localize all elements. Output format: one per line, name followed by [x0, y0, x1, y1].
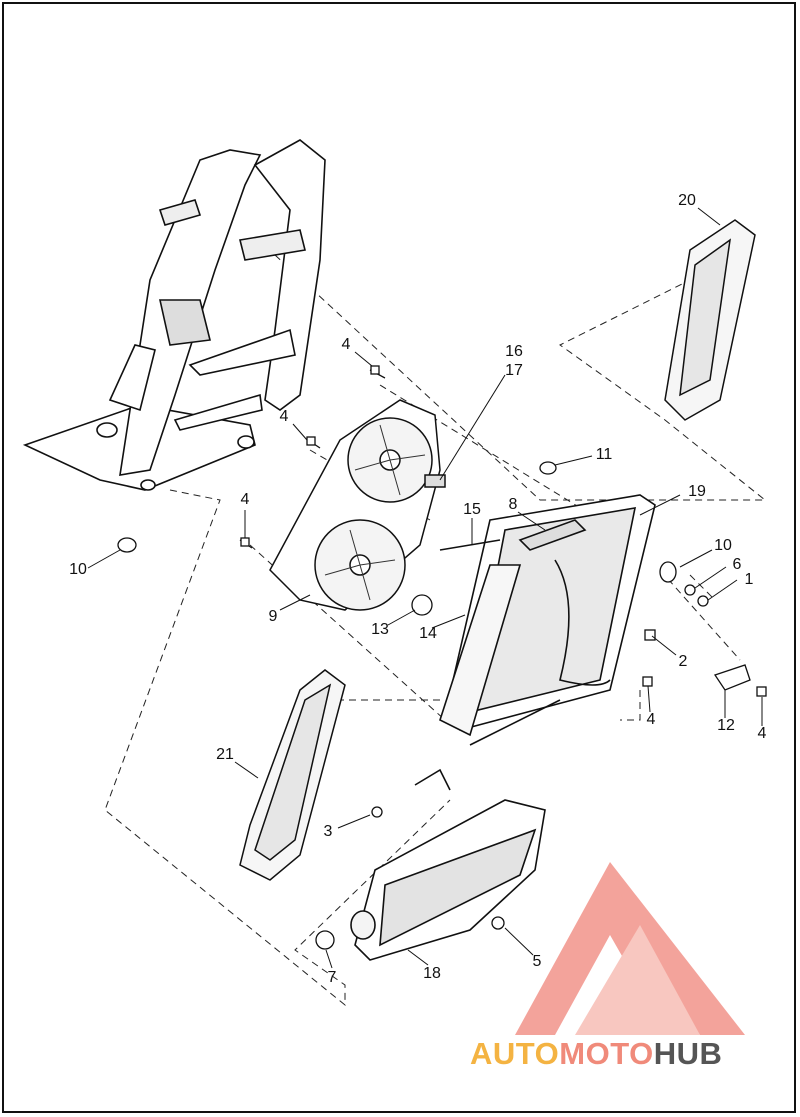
callout-4-lower: 4 [646, 711, 656, 728]
side-cover-left [239, 669, 346, 881]
callout-6: 6 [732, 556, 742, 573]
fan-shroud-assembly [269, 399, 446, 611]
radiator [414, 494, 656, 791]
hardware-parts [117, 365, 767, 950]
callout-10-left: 10 [69, 561, 87, 578]
callout-18: 18 [423, 965, 441, 982]
callout-11: 11 [595, 446, 613, 463]
callout-10-right: 10 [714, 537, 732, 554]
callout-19: 19 [688, 483, 706, 500]
callout-4-left: 4 [240, 491, 250, 508]
watermark-hub: HUB [653, 1036, 723, 1071]
watermark-moto: MOTO [559, 1036, 654, 1071]
callout-21: 21 [216, 746, 234, 763]
callout-2: 2 [678, 653, 688, 670]
callout-9: 9 [268, 608, 278, 625]
callout-20: 20 [678, 192, 696, 209]
callout-15: 15 [463, 501, 481, 518]
watermark-text: AUTOMOTOHUB [470, 1036, 722, 1072]
watermark-auto: AUTO [470, 1036, 560, 1071]
callout-7: 7 [327, 969, 337, 986]
callout-16: 16 [505, 343, 523, 360]
callout-13: 13 [371, 621, 389, 638]
callout-14: 14 [419, 625, 437, 642]
callout-8: 8 [508, 496, 518, 513]
oil-cooler [350, 799, 546, 961]
side-cover-right [664, 219, 756, 421]
callout-12: 12 [717, 717, 735, 734]
callout-4-upper: 4 [341, 336, 351, 353]
callout-17: 17 [505, 362, 523, 379]
callout-1: 1 [744, 571, 754, 588]
leader-lines [87, 207, 763, 969]
callout-4-fan: 4 [279, 408, 289, 425]
watermark-logo-icon [515, 862, 745, 1035]
callout-5: 5 [532, 953, 542, 970]
motorcycle-frame [22, 139, 326, 491]
callout-3: 3 [323, 823, 333, 840]
callout-4-far-right: 4 [757, 725, 767, 742]
